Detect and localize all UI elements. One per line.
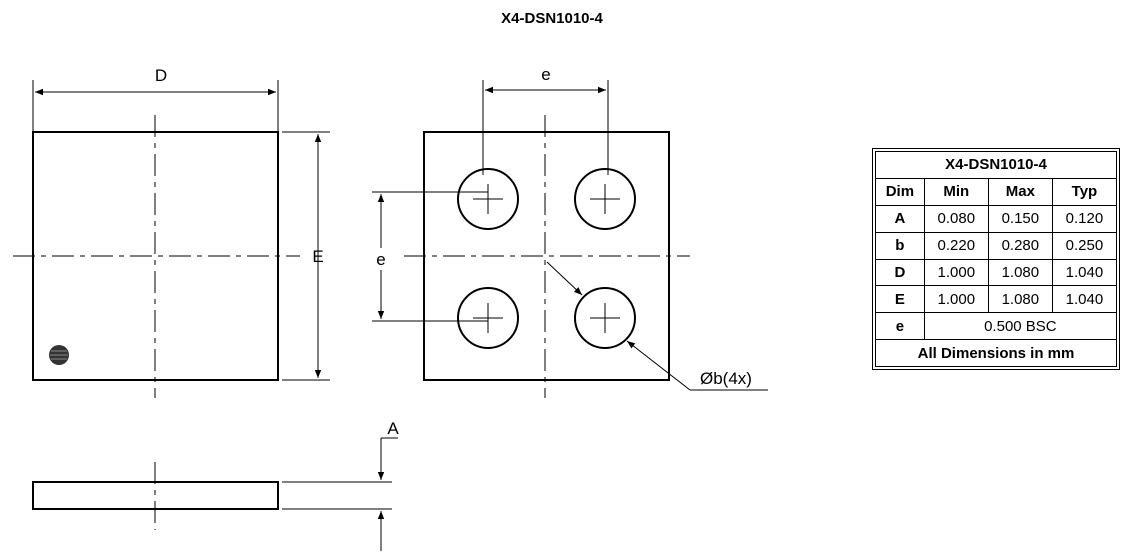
solder-ball xyxy=(574,287,636,349)
pitch-label-vertical: e xyxy=(376,250,385,269)
dim-cell: E xyxy=(875,285,925,314)
dim-cell: D xyxy=(875,258,925,287)
typ-cell: 0.120 xyxy=(1051,204,1118,233)
min-cell: 1.000 xyxy=(923,258,989,287)
column-header: Max xyxy=(987,177,1053,206)
solder-ball xyxy=(457,287,519,349)
table-footer: All Dimensions in mm xyxy=(875,339,1117,367)
a-label: A xyxy=(387,419,399,438)
solder-ball xyxy=(574,168,636,230)
pin1-marker-hatch xyxy=(50,350,68,360)
typ-cell: 1.040 xyxy=(1051,258,1118,287)
table-column-headers: Dim Min Max Typ xyxy=(875,177,1118,206)
solder-ball xyxy=(457,168,519,230)
bottom-view: e e Øb(4x) xyxy=(372,65,768,398)
pitch-value-cell: 0.500 BSC xyxy=(923,312,1118,341)
table-row: D 1.000 1.080 1.040 xyxy=(875,258,1118,287)
dim-cell: A xyxy=(875,204,925,233)
pitch-label-horizontal: e xyxy=(541,65,550,84)
drawing-title: X4-DSN1010-4 xyxy=(501,10,603,27)
side-view: A xyxy=(32,419,399,551)
column-header: Min xyxy=(923,177,989,206)
max-cell: 0.150 xyxy=(987,204,1053,233)
min-cell: 1.000 xyxy=(923,285,989,314)
max-cell: 1.080 xyxy=(987,285,1053,314)
dim-cell: e xyxy=(875,312,925,341)
table-row: b 0.220 0.280 0.250 xyxy=(875,231,1118,260)
ball-diameter-label: Øb(4x) xyxy=(700,369,752,388)
typ-cell: 1.040 xyxy=(1051,285,1118,314)
ball-diameter-arrow-outer xyxy=(546,261,583,296)
max-cell: 1.080 xyxy=(987,258,1053,287)
top-view: D E xyxy=(13,66,330,398)
pitch-label-mask xyxy=(373,248,389,270)
min-cell: 0.080 xyxy=(923,204,989,233)
table-row: E 1.000 1.080 1.040 xyxy=(875,285,1118,314)
dim-cell: b xyxy=(875,231,925,260)
d-label: D xyxy=(155,66,167,85)
ball-diameter-arrow-inner xyxy=(626,340,691,391)
max-cell: 0.280 xyxy=(987,231,1053,260)
min-cell: 0.220 xyxy=(923,231,989,260)
typ-cell: 0.250 xyxy=(1051,231,1118,260)
e-label: E xyxy=(312,247,323,266)
table-header: X4-DSN1010-4 xyxy=(875,151,1117,179)
column-header: Typ xyxy=(1051,177,1118,206)
dimension-table: X4-DSN1010-4 Dim Min Max Typ A 0.080 0.1… xyxy=(872,148,1120,370)
table-row: e 0.500 BSC xyxy=(875,312,1118,341)
column-header: Dim xyxy=(875,177,925,206)
table-row: A 0.080 0.150 0.120 xyxy=(875,204,1118,233)
